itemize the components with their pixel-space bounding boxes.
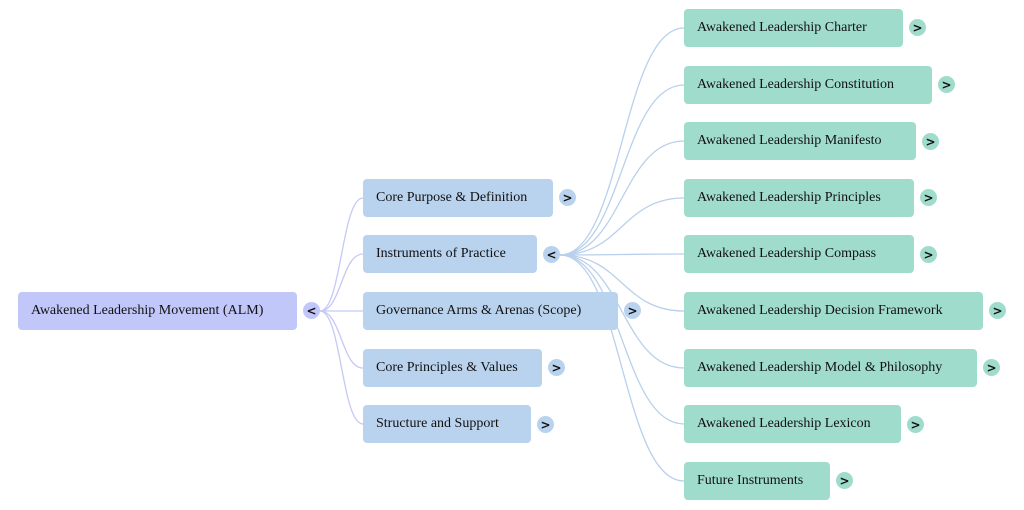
root-node[interactable]: Awakened Leadership Movement (ALM) — [18, 292, 297, 330]
instrument-node-charter[interactable]: Awakened Leadership Charter — [684, 9, 903, 47]
instrument-node-label: Awakened Leadership Manifesto — [697, 133, 882, 148]
branch-node-structure[interactable]: Structure and Support — [363, 405, 531, 443]
branch-node-governance[interactable]: Governance Arms & Arenas (Scope) — [363, 292, 618, 330]
root-node-label: Awakened Leadership Movement (ALM) — [31, 303, 264, 318]
branch-node-core-purpose[interactable]: Core Purpose & Definition — [363, 179, 553, 217]
instrument-link — [559, 253, 685, 256]
instrument-node-decision-framework[interactable]: Awakened Leadership Decision Framework — [684, 292, 983, 330]
branch-expand-toggle[interactable]: > — [548, 359, 565, 376]
instrument-node-label: Awakened Leadership Model & Philosophy — [697, 360, 943, 375]
instrument-link — [559, 197, 685, 256]
branch-node-label: Core Purpose & Definition — [376, 190, 528, 205]
root-branch-link — [319, 197, 364, 312]
branch-node-label: Governance Arms & Arenas (Scope) — [376, 303, 582, 318]
instrument-link — [559, 27, 685, 256]
root-collapse-toggle[interactable]: < — [303, 302, 320, 319]
instrument-expand-toggle[interactable]: > — [920, 189, 937, 206]
instrument-node-lexicon[interactable]: Awakened Leadership Lexicon — [684, 405, 901, 443]
instrument-node-principles[interactable]: Awakened Leadership Principles — [684, 179, 914, 217]
branch-node-core-principles[interactable]: Core Principles & Values — [363, 349, 542, 387]
instrument-expand-toggle[interactable]: > — [989, 302, 1006, 319]
instrument-expand-toggle[interactable]: > — [907, 416, 924, 433]
branch-expand-toggle[interactable]: > — [624, 302, 641, 319]
branch-collapse-toggle[interactable]: < — [543, 246, 560, 263]
instrument-link — [559, 84, 685, 256]
root-branch-link — [319, 310, 364, 425]
instrument-link — [559, 140, 685, 256]
instrument-node-label: Awakened Leadership Compass — [697, 246, 877, 261]
instrument-link — [559, 254, 685, 425]
instrument-node-label: Awakened Leadership Charter — [697, 20, 867, 35]
instrument-node-constitution[interactable]: Awakened Leadership Constitution — [684, 66, 932, 104]
instrument-expand-toggle[interactable]: > — [983, 359, 1000, 376]
root-branch-link — [319, 253, 364, 312]
root-branch-link — [319, 310, 364, 369]
instrument-node-compass[interactable]: Awakened Leadership Compass — [684, 235, 914, 273]
branch-expand-toggle[interactable]: > — [537, 416, 554, 433]
instrument-expand-toggle[interactable]: > — [920, 246, 937, 263]
instrument-expand-toggle[interactable]: > — [922, 133, 939, 150]
instrument-link — [559, 254, 685, 482]
instrument-node-label: Awakened Leadership Lexicon — [697, 416, 871, 431]
instrument-node-model-philosophy[interactable]: Awakened Leadership Model & Philosophy — [684, 349, 977, 387]
branch-node-label: Structure and Support — [376, 416, 499, 431]
instrument-node-label: Future Instruments — [697, 473, 804, 488]
branch-node-label: Instruments of Practice — [376, 246, 506, 261]
instrument-expand-toggle[interactable]: > — [909, 19, 926, 36]
branch-node-instruments[interactable]: Instruments of Practice — [363, 235, 537, 273]
instrument-expand-toggle[interactable]: > — [836, 472, 853, 489]
instrument-node-manifesto[interactable]: Awakened Leadership Manifesto — [684, 122, 916, 160]
instrument-node-label: Awakened Leadership Principles — [697, 190, 881, 205]
branch-node-label: Core Principles & Values — [376, 360, 518, 375]
instrument-node-future[interactable]: Future Instruments — [684, 462, 830, 500]
branch-expand-toggle[interactable]: > — [559, 189, 576, 206]
instrument-node-label: Awakened Leadership Constitution — [697, 77, 895, 92]
instrument-node-label: Awakened Leadership Decision Framework — [697, 303, 943, 318]
instrument-expand-toggle[interactable]: > — [938, 76, 955, 93]
